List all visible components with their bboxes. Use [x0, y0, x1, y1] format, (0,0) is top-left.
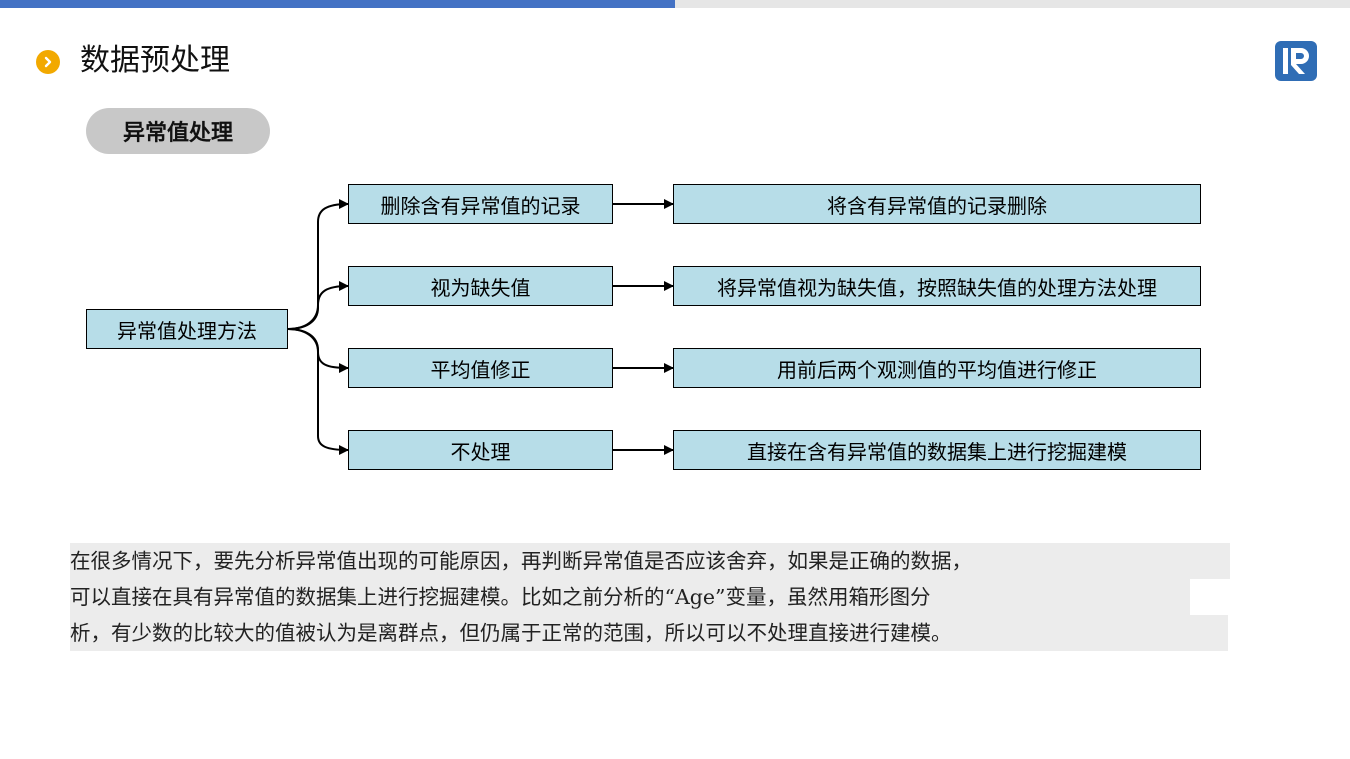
explanation-paragraph: 在很多情况下，要先分析异常值出现的可能原因，再判断异常值是否应该舍弃，如果是正确… — [70, 543, 1230, 651]
chevron-right-circle-icon — [36, 50, 60, 74]
explanation-line: 可以直接在具有异常值的数据集上进行挖掘建模。比如之前分析的“Age”变量，虽然用… — [70, 579, 1190, 615]
description-node: 用前后两个观测值的平均值进行修正 — [673, 348, 1201, 388]
brace-connector — [287, 328, 349, 455]
root-node: 异常值处理方法 — [86, 309, 288, 349]
brace-connector — [287, 281, 349, 330]
method-node: 不处理 — [348, 430, 613, 470]
explanation-line: 在很多情况下，要先分析异常值出现的可能原因，再判断异常值是否应该舍弃，如果是正确… — [70, 543, 1230, 579]
method-node: 平均值修正 — [348, 348, 613, 388]
section-label-pill: 异常值处理 — [86, 108, 270, 154]
description-node: 将异常值视为缺失值，按照缺失值的处理方法处理 — [673, 266, 1201, 306]
explanation-line: 析，有少数的比较大的值被认为是离群点，但仍属于正常的范围，所以可以不处理直接进行… — [70, 615, 1228, 651]
method-node: 视为缺失值 — [348, 266, 613, 306]
top-accent-bar — [0, 0, 675, 8]
r-logo-icon — [1274, 40, 1318, 82]
page-title: 数据预处理 — [80, 43, 230, 78]
description-node: 直接在含有异常值的数据集上进行挖掘建模 — [673, 430, 1201, 470]
description-node: 将含有异常值的记录删除 — [673, 184, 1201, 224]
method-node: 删除含有异常值的记录 — [348, 184, 613, 224]
top-bar-rest — [675, 0, 1350, 8]
